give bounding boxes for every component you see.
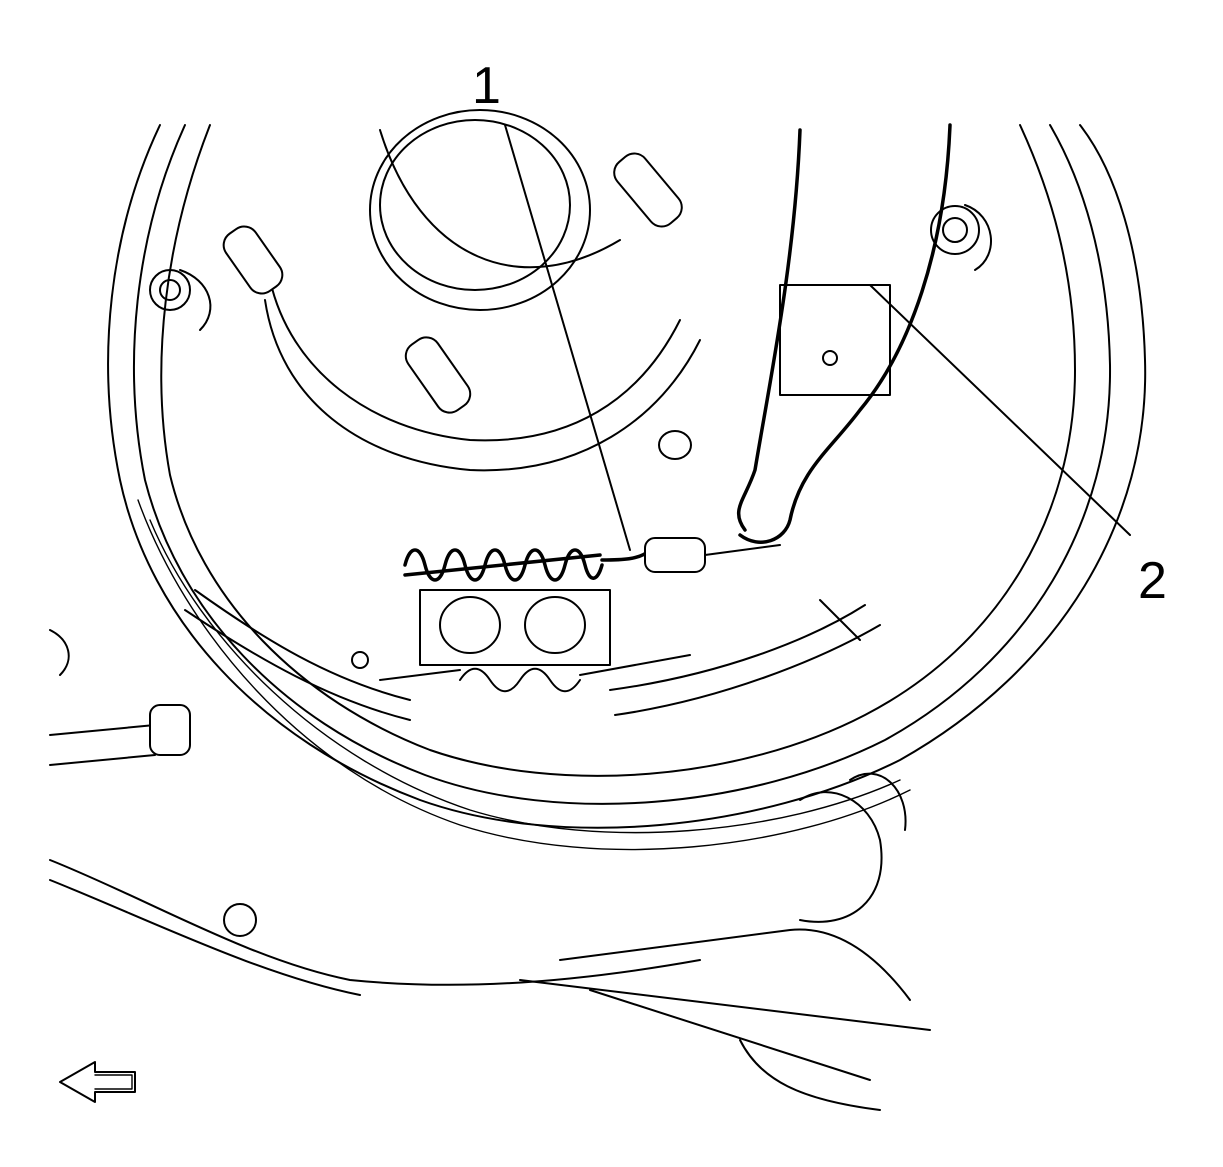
adjuster-bolts	[149, 204, 992, 331]
wheel-studs	[222, 152, 692, 460]
brake-shoe-web	[736, 123, 952, 544]
lower-spring	[351, 651, 691, 693]
leader-line-2	[869, 284, 1131, 536]
brake-hose	[49, 629, 191, 766]
brake-shoe	[184, 589, 881, 721]
adjuster-spring	[403, 537, 781, 582]
adjuster-block	[419, 589, 611, 666]
wheel-hub	[264, 109, 701, 472]
callout-1: 1	[472, 57, 501, 115]
leader-line-1	[504, 124, 631, 551]
left-arrow-icon	[59, 1061, 136, 1103]
callout-2: 2	[1138, 552, 1167, 610]
axle-housing	[49, 772, 931, 1111]
